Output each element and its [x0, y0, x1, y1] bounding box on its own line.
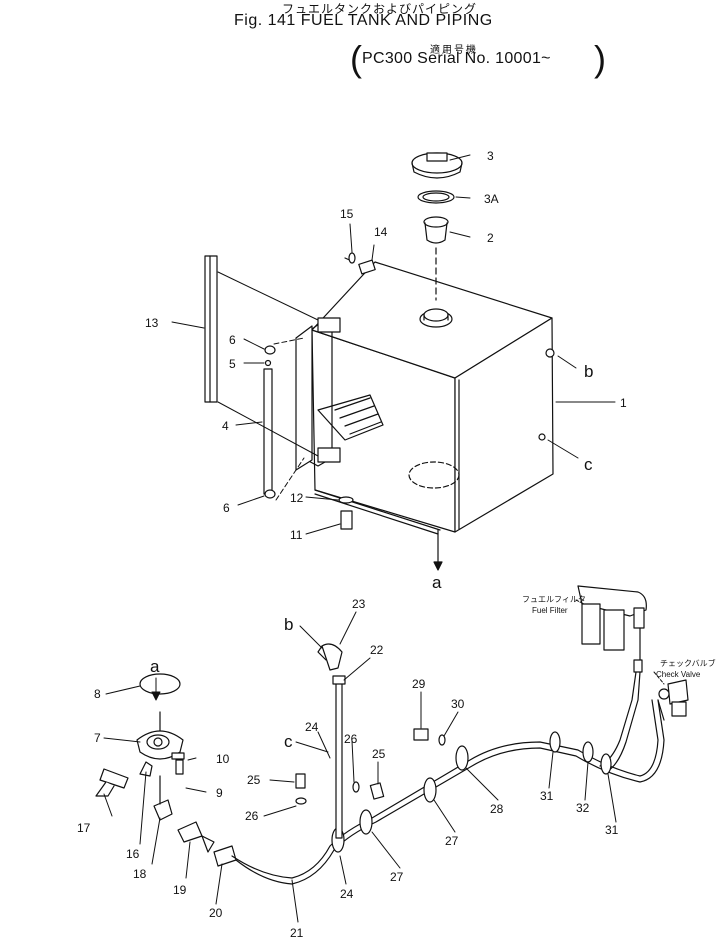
left-bracket: (	[350, 38, 362, 79]
fuel-tank	[311, 261, 554, 535]
tank-port-b	[545, 348, 555, 358]
callout-4: 4	[222, 419, 229, 433]
callout-14: 14	[374, 225, 388, 239]
callout-26-left: 26	[245, 809, 259, 823]
callout-25-right: 25	[372, 747, 386, 761]
pipe-clamps	[331, 731, 612, 853]
strainer	[317, 394, 384, 441]
callout-9: 9	[216, 786, 223, 800]
washer-5	[264, 359, 272, 367]
callout-6-lower: 6	[223, 501, 230, 515]
right-bracket: )	[594, 38, 606, 79]
return-pipe-22	[317, 643, 346, 839]
callout-2: 2	[487, 231, 494, 245]
ref-c-top: c	[584, 455, 593, 474]
callout-3a: 3A	[484, 192, 499, 206]
clamp-bolts	[295, 728, 446, 805]
callout-31-right: 31	[605, 823, 619, 837]
callout-10: 10	[216, 752, 230, 766]
callout-18: 18	[133, 867, 147, 881]
fuel-filter-label-jp: フュエルフィルタ	[522, 595, 586, 604]
callout-1: 1	[620, 396, 627, 410]
callout-5: 5	[229, 357, 236, 371]
callout-7: 7	[94, 731, 101, 745]
callout-26-right: 26	[344, 732, 358, 746]
ref-b-top: b	[584, 362, 593, 381]
level-gauge-assembly	[263, 317, 341, 495]
callout-8: 8	[94, 687, 101, 701]
callout-27-right: 27	[445, 834, 459, 848]
callout-24-upper: 24	[305, 720, 319, 734]
callout-30: 30	[451, 697, 465, 711]
callout-19: 19	[173, 883, 187, 897]
callout-11: 11	[290, 528, 303, 542]
leader-lines	[103, 154, 665, 923]
nut-6-upper	[264, 345, 276, 355]
filler-cap	[411, 152, 463, 179]
callout-29: 29	[412, 677, 426, 691]
callout-17: 17	[77, 821, 91, 835]
ref-a-bottom: a	[150, 657, 160, 676]
cap-gasket-inner	[422, 192, 450, 202]
filler-strainer	[423, 216, 449, 244]
fuel-filter-label: Fuel Filter	[532, 606, 568, 615]
washer-15	[348, 252, 356, 264]
drain-reference-arrow	[433, 529, 443, 571]
fuel-filter	[577, 585, 647, 673]
callout-23: 23	[352, 597, 366, 611]
callout-labels: 1 2 3 3A 4 5 6 6 9 10 11 12 13 14 15 7 8…	[77, 149, 716, 939]
figure-title-japanese: フュエルタンクおよびパイピング	[282, 2, 478, 16]
callout-22: 22	[370, 643, 384, 657]
filler-neck	[419, 308, 453, 328]
ref-a-top: a	[432, 573, 442, 592]
callout-3: 3	[487, 149, 494, 163]
figure-header: フュエルタンクおよびパイピング Fig. 141 FUEL TANK AND P…	[0, 0, 717, 80]
applicability-label: 適用号機	[430, 45, 478, 56]
callout-20: 20	[209, 906, 223, 920]
check-valve-label-jp: チェックバルブ	[660, 658, 716, 668]
drain-valve-group	[95, 673, 237, 867]
callout-31-left: 31	[540, 789, 554, 803]
callout-27-left: 27	[390, 870, 404, 884]
washer-12	[338, 496, 354, 504]
check-valve-label: Check Valve	[656, 670, 701, 679]
callout-15: 15	[340, 207, 354, 221]
callout-13: 13	[145, 316, 159, 330]
check-valve	[657, 679, 689, 721]
tank-port-c	[538, 433, 546, 441]
nut-6-lower	[264, 489, 276, 499]
ref-c-bottom: c	[284, 732, 293, 751]
callout-16: 16	[126, 847, 140, 861]
callout-28: 28	[490, 802, 504, 816]
callout-12: 12	[290, 491, 304, 505]
callout-6-upper: 6	[229, 333, 236, 347]
figure-title: Fig. 141 FUEL TANK AND PIPING	[234, 12, 493, 29]
callout-32: 32	[576, 801, 590, 815]
bolt-11	[340, 510, 353, 530]
serial-range: PC300 Serial No. 10001~	[362, 50, 551, 67]
ref-b-bottom: b	[284, 615, 293, 634]
guard-rail	[204, 255, 218, 403]
callout-25-left: 25	[247, 773, 261, 787]
callout-21: 21	[290, 926, 304, 939]
callout-24-lower: 24	[340, 887, 354, 901]
